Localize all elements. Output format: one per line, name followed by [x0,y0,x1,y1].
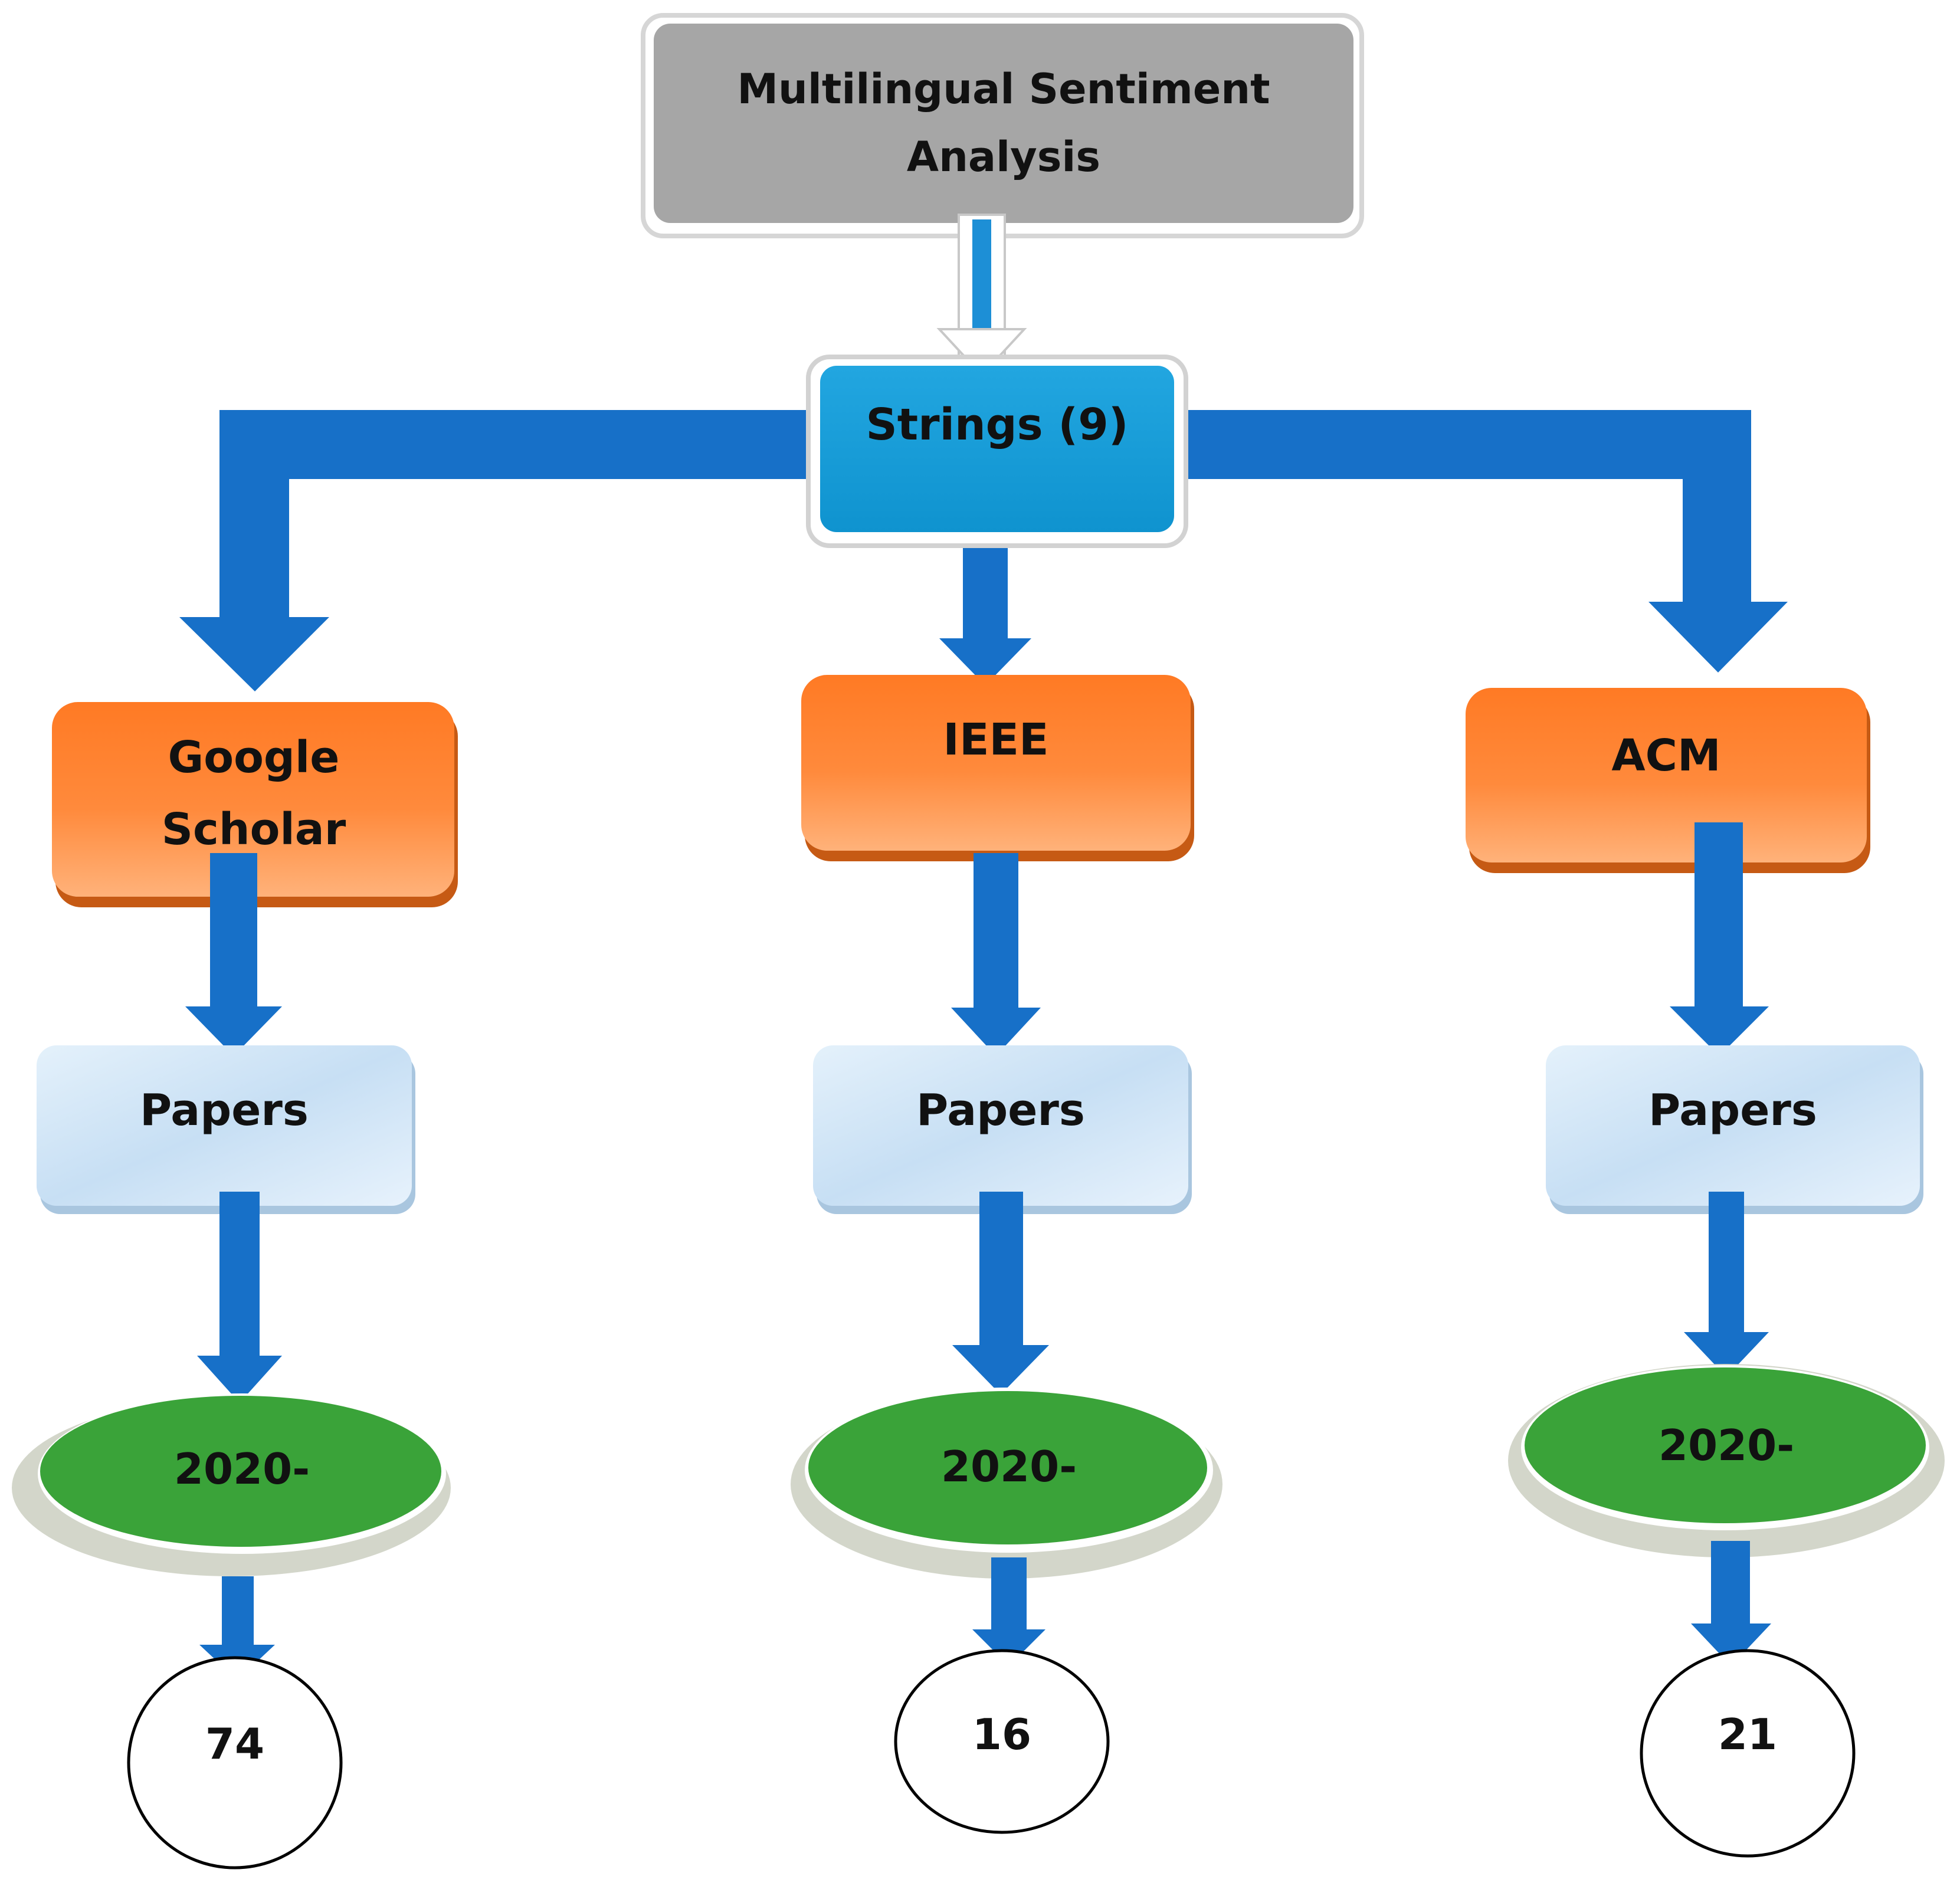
branch-right-arrow [1174,410,1788,673]
papers-label-acm: Papers [1648,1084,1817,1136]
count-label-ieee: 16 [972,1709,1032,1759]
root-node [641,13,1364,238]
ieee-papers-to-period-arrow [952,1192,1049,1395]
count-label-google-scholar: 74 [205,1718,265,1769]
gs-period-to-count-arrow [199,1576,275,1680]
papers-node-box [37,1045,412,1206]
root-node-label: Multilingual Sentiment Analysis [737,64,1270,182]
period-node-google-scholar [12,1393,451,1576]
source-label-google-scholar: Google Scholar [161,732,346,855]
source-node-google-scholar [52,702,458,907]
ieee-to-papers-arrow [951,853,1041,1056]
acm-papers-to-period-arrow [1684,1192,1769,1377]
papers-node-ieee [813,1045,1192,1214]
source-node-box [52,702,454,897]
strings-node [806,355,1188,548]
source-label-acm: ACM [1611,730,1721,781]
papers-node-box [813,1045,1188,1206]
source-node-acm [1466,688,1870,873]
root-node-box [654,24,1353,223]
count-node-ieee [894,1649,1110,1834]
period-node-acm [1508,1364,1945,1557]
count-node-acm [1640,1649,1856,1858]
papers-node-acm [1546,1045,1923,1214]
period-node-ieee [791,1388,1222,1579]
source-node-box [1466,688,1867,862]
source-node-box [801,675,1191,851]
period-label-acm: 2020- [1658,1420,1795,1470]
count-node-google-scholar [127,1656,343,1870]
gs-papers-to-period-arrow [197,1192,282,1403]
source-label-ieee: IEEE [943,714,1049,765]
papers-label-google-scholar: Papers [140,1084,309,1136]
papers-node-google-scholar [37,1045,415,1214]
period-label-google-scholar: 2020- [173,1444,310,1494]
ieee-period-to-count-arrow [972,1557,1045,1666]
branch-left-arrow [179,410,820,691]
period-node-fill [40,1396,441,1547]
period-node-fill [808,1391,1207,1544]
root-to-strings-arrow [936,214,1027,377]
count-label-acm: 21 [1718,1709,1778,1759]
papers-label-ieee: Papers [916,1084,1085,1136]
acm-period-to-count-arrow [1691,1541,1771,1666]
branch-center-arrow [939,531,1031,686]
strings-node-label: Strings (9) [866,399,1129,450]
acm-to-papers-arrow [1670,822,1769,1056]
source-node-ieee [801,675,1194,861]
papers-node-box [1546,1045,1920,1206]
strings-node-box [820,366,1174,532]
gs-to-papers-arrow [185,853,282,1056]
period-label-ieee: 2020- [940,1441,1077,1491]
period-node-fill [1525,1367,1926,1523]
